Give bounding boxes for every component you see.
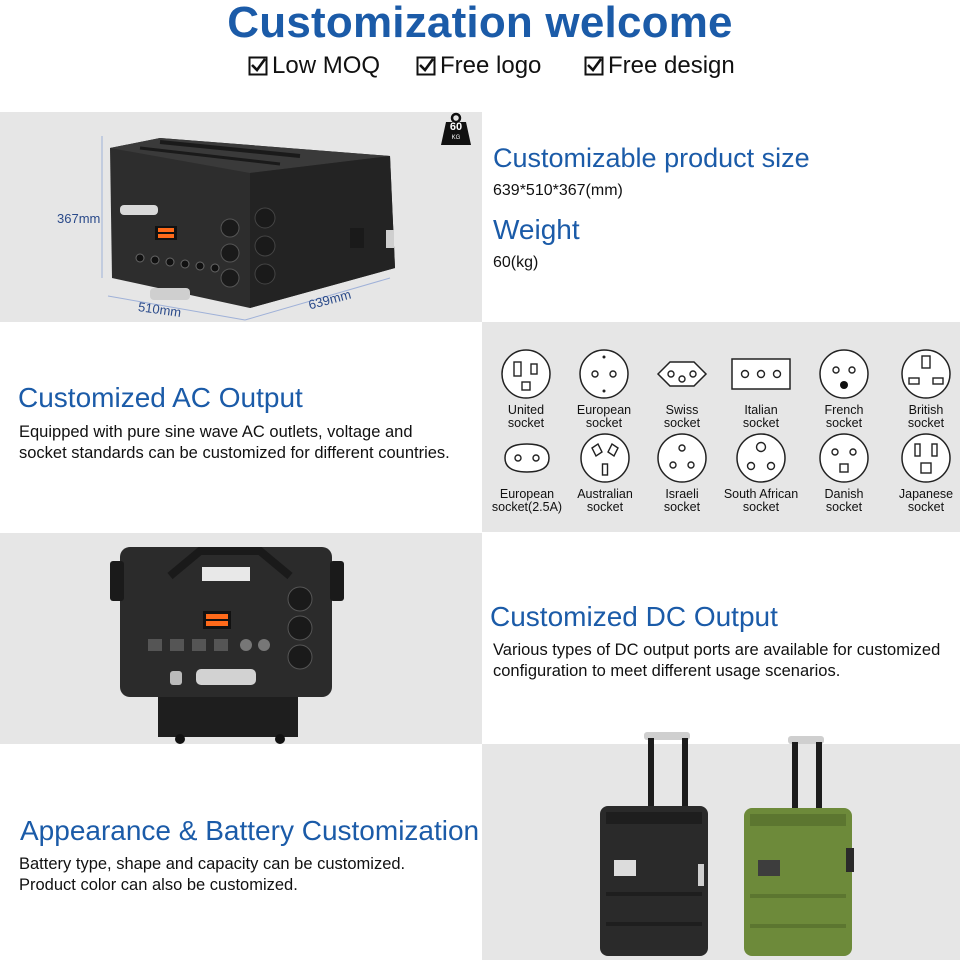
checkbox-checked-icon (584, 56, 604, 76)
socket-french: French socket (799, 348, 889, 430)
power-station-case-image (101, 136, 395, 321)
weight-title: Weight (493, 214, 580, 245)
dc-panel-product-image (110, 547, 344, 744)
color-variants-panel (482, 732, 960, 960)
socket-swiss: Swiss socket (637, 348, 727, 430)
south-african-socket-icon (736, 433, 786, 483)
feature-label: Free design (608, 52, 735, 79)
header: Customization welcome Low MOQ Free logo … (0, 0, 960, 110)
australian-socket-icon (580, 433, 630, 483)
socket-israeli: Israeli socket (637, 432, 727, 514)
socket-label: socket (825, 500, 863, 514)
socket-name: United (507, 403, 545, 417)
socket-name: Swiss (665, 403, 699, 417)
appearance-description-line: Product color can also be customized. (19, 876, 298, 894)
socket-name: South African (723, 487, 799, 501)
socket-name: Israeli (665, 487, 699, 501)
size-title: Customizable product size (493, 143, 810, 173)
socket-british: British socket (881, 348, 960, 430)
socket-european-2-5a: European socket(2.5A) (482, 432, 572, 514)
socket-label: socket(2.5A) (491, 500, 563, 514)
italian-socket-icon (731, 358, 791, 390)
appearance-description-line: Battery type, shape and capacity can be … (19, 855, 406, 873)
socket-name: British (908, 403, 944, 417)
black-case-image (600, 732, 708, 956)
danish-socket-icon (819, 433, 869, 483)
ac-section: Customized AC Output Equipped with pure … (0, 322, 960, 532)
socket-label: socket (663, 416, 701, 430)
british-socket-icon (901, 349, 951, 399)
socket-panel (482, 322, 960, 532)
french-socket-icon (819, 349, 869, 399)
socket-label: socket (825, 416, 863, 430)
feature-label: Free logo (440, 52, 542, 79)
appearance-title: Appearance & Battery Customization (20, 815, 480, 846)
ac-description-line: Equipped with pure sine wave AC outlets,… (19, 423, 413, 441)
israeli-socket-icon (657, 433, 707, 483)
socket-label: socket (585, 416, 623, 430)
swiss-socket-icon (656, 361, 708, 387)
socket-label: socket (507, 416, 545, 430)
weight-badge-unit: KG (451, 135, 461, 141)
feature-free-logo: Free logo (416, 52, 541, 80)
size-section: 60 KG (0, 112, 960, 322)
european-2-5a-socket-icon (504, 443, 550, 473)
green-case-image (744, 736, 854, 956)
feature-label: Low MOQ (272, 52, 381, 79)
socket-label: socket (742, 416, 780, 430)
socket-danish: Danish socket (799, 432, 889, 514)
socket-us: United socket (481, 348, 571, 430)
socket-name: Italian (744, 403, 778, 417)
socket-label: socket (586, 500, 624, 514)
dc-description-line: configuration to meet different usage sc… (493, 662, 841, 680)
socket-european: European socket (559, 348, 649, 430)
dc-title: Customized DC Output (490, 601, 778, 632)
european-socket-icon (579, 349, 629, 399)
weight-value: 60(kg) (493, 254, 539, 271)
socket-south-african: South African socket (716, 432, 806, 514)
socket-label: socket (907, 500, 945, 514)
socket-label: socket (663, 500, 701, 514)
socket-label: socket (907, 416, 945, 430)
weight-badge-number: 60 (449, 121, 463, 133)
socket-name: Japanese (898, 487, 954, 501)
us-socket-icon (501, 349, 551, 399)
socket-name: Australian (577, 487, 633, 501)
dimension-height-label: 367mm (57, 211, 101, 226)
dc-section: Customized DC Output Various types of DC… (0, 533, 960, 744)
ac-title: Customized AC Output (18, 382, 303, 413)
appearance-description: Battery type, shape and capacity can be … (19, 854, 479, 896)
dc-description-line: Various types of DC output ports are ava… (493, 641, 941, 659)
checkbox-checked-icon (416, 56, 436, 76)
socket-japanese: Japanese socket (881, 432, 960, 514)
product-image-panel: 60 KG (0, 112, 482, 322)
dc-description: Various types of DC output ports are ava… (493, 640, 953, 682)
dc-image-panel (0, 533, 482, 744)
japanese-socket-icon (901, 433, 951, 483)
weight-icon (441, 112, 471, 145)
page-title: Customization welcome (227, 0, 733, 47)
ac-description: Equipped with pure sine wave AC outlets,… (19, 422, 479, 464)
socket-name: French (824, 403, 864, 417)
feature-free-design: Free design (584, 52, 735, 80)
feature-low-moq: Low MOQ (248, 52, 380, 80)
socket-australian: Australian socket (560, 432, 650, 514)
socket-italian: Italian socket (716, 348, 806, 430)
socket-name: European (499, 487, 555, 501)
checkbox-checked-icon (248, 56, 268, 76)
socket-label: socket (742, 500, 780, 514)
ac-description-line: socket standards can be customized for d… (19, 444, 450, 462)
appearance-section: Appearance & Battery Customization Batte… (0, 732, 960, 960)
size-value: 639*510*367(mm) (493, 182, 623, 199)
socket-name: Danish (824, 487, 864, 501)
socket-name: European (576, 403, 632, 417)
